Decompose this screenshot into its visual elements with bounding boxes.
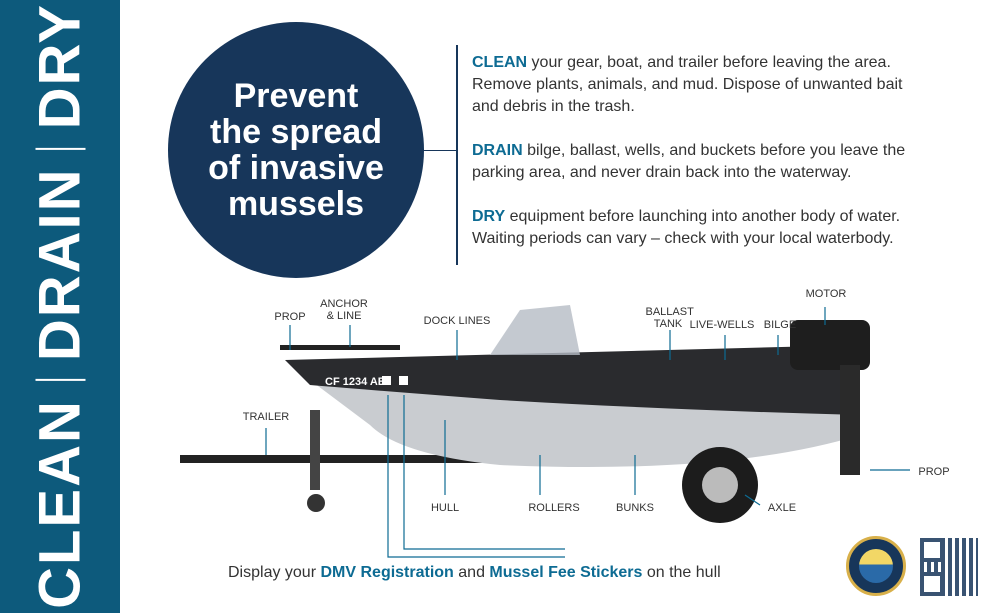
- sticker-instruction: Display your DMV Registration and Mussel…: [228, 564, 721, 582]
- label-prop-rear: PROP: [918, 466, 950, 478]
- label-trailer: TRAILER: [242, 411, 290, 423]
- label-prop-front: PROP: [274, 311, 306, 323]
- divider: [35, 379, 85, 382]
- label-motor: MOTOR: [805, 288, 847, 300]
- sticker: [382, 376, 391, 385]
- motor: [790, 320, 870, 370]
- sticker: [399, 376, 408, 385]
- instruction-clean: CLEAN your gear, boat, and trailer befor…: [472, 52, 932, 118]
- label-live-wells: LIVE-WELLS: [689, 319, 755, 331]
- mussel-fee-stickers: Mussel Fee Stickers: [489, 564, 643, 581]
- registration-number: CF 1234 AB: [325, 376, 386, 388]
- word-drain: DRAIN: [27, 167, 93, 362]
- sidebar-banner: CLEAN DRAIN DRY: [0, 0, 120, 613]
- label-bunks: BUNKS: [616, 502, 654, 514]
- qr-code[interactable]: [920, 538, 978, 596]
- instructions: CLEAN your gear, boat, and trailer befor…: [472, 52, 932, 272]
- dmv-registration: DMV Registration: [320, 564, 454, 581]
- text: and: [453, 564, 490, 581]
- keyword: DRY: [472, 208, 506, 225]
- instruction-text: bilge, ballast, wells, and buckets befor…: [472, 142, 906, 181]
- divider: [35, 147, 85, 150]
- headline-circle: Prevent the spread of invasive mussels: [168, 22, 424, 278]
- label-rollers: ROLLERS: [528, 502, 580, 514]
- keyword: CLEAN: [472, 54, 528, 71]
- text: on the hull: [642, 564, 721, 581]
- label-bilge: BILGE: [763, 319, 797, 331]
- hull-top: [285, 345, 860, 415]
- instruction-drain: DRAIN bilge, ballast, wells, and buckets…: [472, 140, 932, 184]
- divider-line: [456, 45, 458, 265]
- label-hull: HULL: [430, 502, 460, 514]
- label-dock-lines: DOCK LINES: [423, 315, 491, 327]
- jack-wheel: [307, 494, 325, 512]
- instruction-dry: DRY equipment before launching into anot…: [472, 206, 932, 250]
- trailer-jack: [310, 410, 320, 490]
- instruction-text: equipment before launching into another …: [472, 208, 901, 247]
- label-ballast: BALLAST TANK: [645, 306, 694, 330]
- motor-shaft: [840, 365, 860, 475]
- callout-lines: [265, 307, 910, 558]
- connector-line: [424, 150, 456, 151]
- keyword: DRAIN: [472, 142, 523, 159]
- text: Display your: [228, 564, 321, 581]
- instruction-text: your gear, boat, and trailer before leav…: [472, 54, 903, 115]
- boating-waterways-logo: [846, 536, 906, 596]
- trolling-motor: [280, 345, 400, 350]
- word-clean: CLEAN: [27, 399, 93, 609]
- label-axle: AXLE: [767, 502, 797, 514]
- word-dry: DRY: [27, 3, 93, 130]
- headline: Prevent the spread of invasive mussels: [208, 77, 384, 223]
- label-anchor: ANCHOR & LINE: [320, 298, 368, 322]
- boat-illustration: CF 1234 AB: [180, 305, 910, 558]
- windshield: [490, 305, 580, 355]
